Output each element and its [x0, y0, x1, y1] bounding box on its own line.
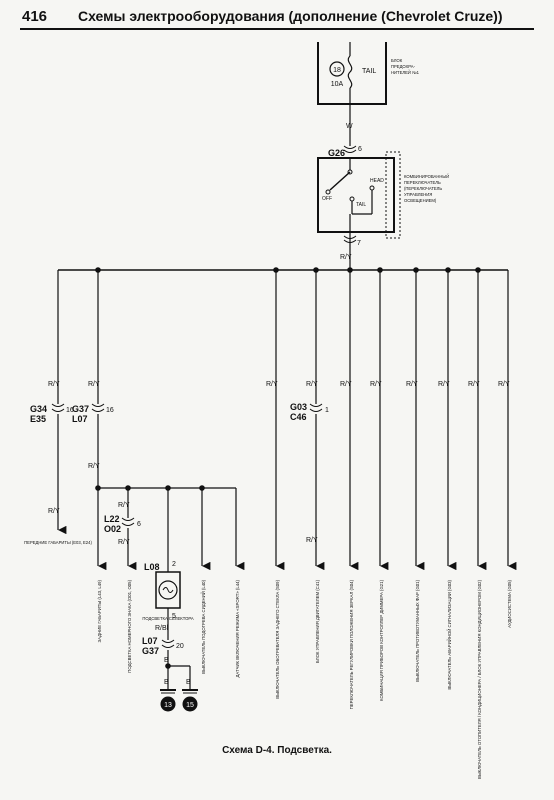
load-audio: АУДИОСИСТЕМА (G05) — [507, 579, 512, 627]
fuse-name: TAIL — [362, 68, 376, 75]
connector-g37b: G37 — [142, 646, 159, 656]
switch-pos-tail: TAIL — [356, 202, 366, 208]
fuse-icon — [347, 55, 353, 89]
wire-ry-11: R/Y — [48, 508, 60, 515]
page-title: Схемы электрооборудования (дополнение (C… — [78, 8, 503, 24]
wire-ry-15: R/Y — [118, 539, 130, 546]
figure-caption: Схема D-4. Подсветка. — [222, 745, 332, 756]
load-plate-light: ПОДСВЕТКА НОМЕРНОГО ЗНАКА (O01, O05) — [127, 579, 132, 672]
wire-b: B — [164, 657, 169, 664]
switch-label-2: ПЕРЕКЛЮЧАТЕЛЬ — [404, 180, 441, 185]
wire-b-1: B — [164, 679, 169, 686]
pin-6: 6 — [358, 146, 362, 153]
fuse-box-label-3: НИТЕЛЕЙ №1 — [391, 70, 420, 75]
connector-l07: L07 — [72, 414, 88, 424]
switch-label-5: ОСВЕЩЕНИЕМ) — [404, 198, 437, 203]
wire-ry-10: R/Y — [498, 381, 510, 388]
connector-e35: E35 — [30, 414, 46, 424]
wire-ry-6: R/Y — [370, 381, 382, 388]
load-sport-mode-sw: ДАТЧИК ВКЛЮЧЕНИЯ РЕЖИМА «SPORT» (L44) — [235, 579, 240, 677]
load-hvac-control: ВЫКЛЮЧАТЕЛЬ ОТОПИТЕЛЯ / КОНДИЦИОНЕРА / Б… — [477, 579, 482, 779]
selector-lamp: R/Bl B B B — [155, 571, 191, 690]
wire-rbl: R/Bl — [155, 625, 169, 632]
load-rear-markers: ЗАДНИЕ ГАБАРИТЫ (L43, L49) — [97, 579, 102, 642]
connector-g34: G34 — [30, 404, 47, 414]
wire-ry-4: R/Y — [306, 381, 318, 388]
fuse-number: 18 — [333, 67, 341, 74]
ground-15: 15 — [182, 689, 198, 712]
load-mirror-sw: ПЕРЕКЛЮЧАТЕЛЬ РЕГУЛИРОВКИ ПОЛОЖЕНИЯ ЗЕРК… — [349, 579, 354, 709]
wire-ry-7: R/Y — [406, 381, 418, 388]
load-climate-unit: БЛОК УПРАВЛЕНИЯ ДВИГАТЕЛЕМ (C41) — [315, 579, 320, 663]
wire-ry-9: R/Y — [468, 381, 480, 388]
wire-ry-13: R/Y — [118, 502, 130, 509]
wire-ry-5: R/Y — [340, 381, 352, 388]
switch-label-4: УПРАВЛЕНИЯ — [404, 192, 432, 197]
wire-b-2: B — [186, 679, 191, 686]
wire-ry-3: R/Y — [266, 381, 278, 388]
connector-g03: G03 — [290, 402, 307, 412]
combination-switch: G26 6 OFF HEAD TAIL КОМБИНИРОВАННЫЙ ПЕРЕ… — [317, 145, 449, 239]
switch-pos-off: OFF — [322, 196, 332, 202]
switch-dashed-boundary — [385, 151, 401, 239]
pin-l08-top: 2 — [172, 561, 176, 568]
wire-ry-12: R/Y — [88, 463, 100, 470]
connector-l08: L08 — [144, 562, 160, 572]
load-instrument-cluster: КОМБИНАЦИЯ ПРИБОРОВ КОНТРОЛЛЕР ДИММЕРА (… — [379, 579, 384, 701]
pin-g37: 16 — [106, 407, 114, 414]
wire-ry-1: R/Y — [48, 381, 60, 388]
connector-g37: G37 — [72, 404, 89, 414]
wire-color-w: W — [346, 123, 353, 130]
ground-icon — [182, 696, 198, 712]
switch-label-1: КОМБИНИРОВАННЫЙ — [404, 174, 449, 179]
wire-ry-8: R/Y — [438, 381, 450, 388]
fuse-box-label-1: БЛОК — [391, 58, 403, 63]
connector-g26: G26 — [328, 148, 345, 158]
load-rear-window-heater-sw: ВЫКЛЮЧАТЕЛЬ ОБОГРЕВАТЕЛЯ ЗАДНЕГО СТЕКЛА … — [275, 579, 280, 698]
load-selector-light: ПОДСВЕТКА СЕЛЕКТОРА — [142, 616, 194, 621]
pin-g34: 16 — [66, 407, 74, 414]
load-hazard-sw: ВЫКЛЮЧАТЕЛЬ АВАРИЙНОЙ СИГНАЛИЗАЦИИ (G03) — [447, 579, 452, 689]
wire-ry-14: R/Y — [306, 537, 318, 544]
pin-g03: 1 — [325, 407, 329, 414]
fuse-number-circle — [329, 61, 345, 77]
ground-13-number: 13 — [164, 702, 172, 709]
connector-l22: L22 — [104, 514, 120, 524]
wire-color-ry-main: R/Y — [340, 254, 352, 261]
switch-label-3: (ПЕРЕКЛЮЧАТЕЛЬ — [404, 186, 442, 191]
pin-l22: 6 — [137, 521, 141, 528]
lamp-icon — [158, 580, 178, 600]
fuse-box-label-2: ПРЕДОХРА- — [391, 64, 416, 69]
ground-icon — [160, 696, 176, 712]
pin-7: 7 — [357, 240, 361, 247]
switch-pos-head: HEAD — [370, 178, 384, 184]
fuse-rating: 10A — [331, 81, 344, 88]
ground-15-number: 15 — [186, 702, 194, 709]
load-front-markers: ПЕРЕДНИЕ ГАБАРИТЫ (E03, E24) — [24, 540, 92, 545]
load-front-fog-sw: ВЫКЛЮЧАТЕЛЬ ПРОТИВОТУМАННЫХ ФАР (G01) — [415, 579, 420, 681]
ground-13: 13 — [160, 689, 176, 712]
page-number: 416 — [22, 8, 48, 25]
wire-ry-2: R/Y — [88, 381, 100, 388]
switch-contact-arm — [329, 171, 351, 191]
connector-l07b: L07 — [142, 636, 158, 646]
connector-o02: O02 — [104, 524, 121, 534]
header-rule — [20, 28, 534, 30]
connector-c46: C46 — [290, 412, 307, 422]
fuse-box: 18 10A TAIL БЛОК ПРЕДОХРА- НИТЕЛЕЙ №1 — [317, 42, 420, 105]
load-seat-heater-sw: ВЫКЛЮЧАТЕЛЬ ПОДОГРЕВА СИДЕНИЙ (L40) — [201, 579, 206, 673]
pin-l08-bottom: 5 — [172, 613, 176, 620]
pin-g37b: 20 — [176, 643, 184, 650]
